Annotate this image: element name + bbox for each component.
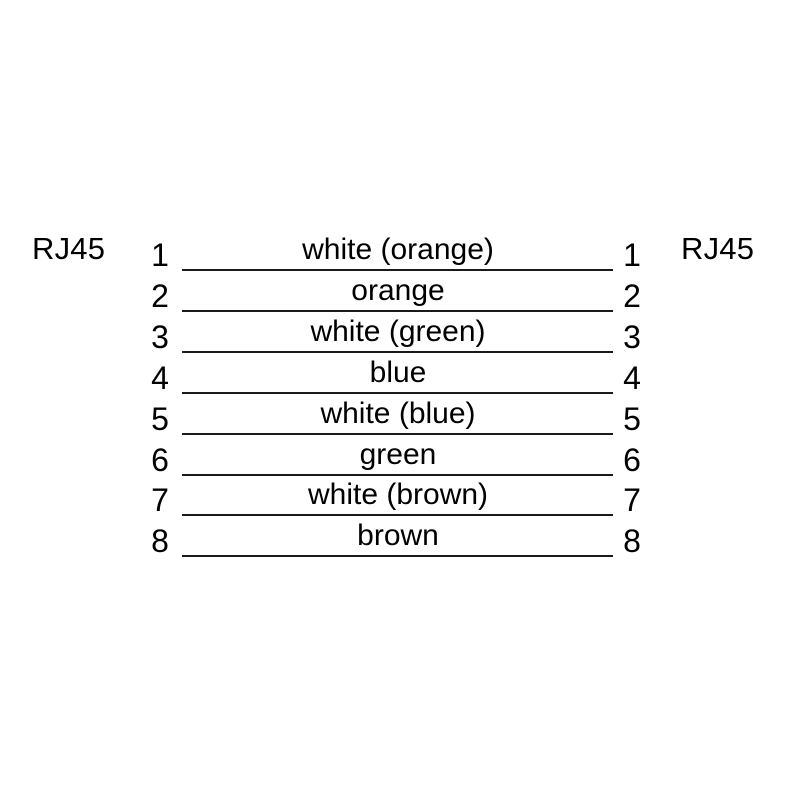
wire-color-label: white (blue) xyxy=(320,397,476,430)
wire-color-label: white (orange) xyxy=(302,233,494,266)
pin-number-right: 5 xyxy=(623,401,641,437)
wire-connection-line xyxy=(182,269,613,271)
pin-number-right: 8 xyxy=(623,523,641,559)
pin-number-right: 1 xyxy=(623,237,641,273)
pin-number-right: 3 xyxy=(623,319,641,355)
connector-label-right: RJ45 xyxy=(681,231,755,266)
connector-label-left: RJ45 xyxy=(32,231,106,266)
pin-number-left: 8 xyxy=(151,523,169,559)
wire-color-label: blue xyxy=(369,356,427,389)
wire-connection-line xyxy=(182,514,613,516)
wire-connection-line xyxy=(182,392,613,394)
wire-connection-line xyxy=(182,555,613,557)
pin-number-right: 7 xyxy=(623,482,641,518)
pin-number-left: 3 xyxy=(151,319,169,355)
pin-number-left: 2 xyxy=(151,278,169,314)
wire-connection-line xyxy=(182,433,613,435)
pin-number-right: 2 xyxy=(623,278,641,314)
wire-connection-line xyxy=(182,474,613,476)
pin-number-left: 4 xyxy=(151,360,169,396)
pin-number-left: 1 xyxy=(151,237,169,273)
wire-connection-line xyxy=(182,351,613,353)
wire-color-label: white (green) xyxy=(310,315,486,348)
wire-color-label: brown xyxy=(357,519,439,552)
pin-number-left: 6 xyxy=(151,442,169,478)
wire-color-label: white (brown) xyxy=(307,478,489,511)
wire-connection-line xyxy=(182,310,613,312)
pin-number-left: 7 xyxy=(151,482,169,518)
pin-number-right: 6 xyxy=(623,442,641,478)
pin-number-left: 5 xyxy=(151,401,169,437)
pin-number-right: 4 xyxy=(623,360,641,396)
wire-color-label: orange xyxy=(351,274,445,307)
wire-color-label: green xyxy=(359,438,437,471)
